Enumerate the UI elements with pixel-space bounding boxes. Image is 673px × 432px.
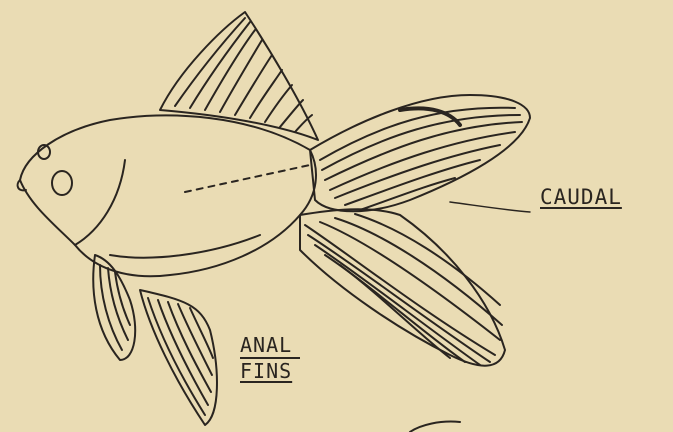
pelvic-fin [93,255,135,360]
caudal-fin-lower [300,209,505,365]
caudal-label: CAUDAL [540,185,622,209]
partial-fin-bottom [410,422,460,432]
dorsal-fin [160,12,318,140]
caudal-fin-upper [310,95,530,211]
eye [38,145,72,195]
anal-fin [140,290,217,425]
caudal-leader-line [450,202,530,212]
anal-label-line1: ANAL [240,332,292,358]
anal-label-line2: FINS [240,358,292,384]
anal-label-rule [240,357,300,359]
